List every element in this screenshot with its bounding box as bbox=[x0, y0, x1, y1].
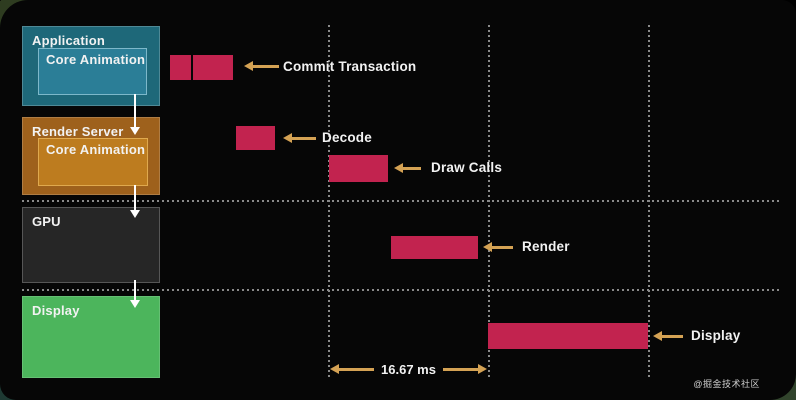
decode-arrow-icon bbox=[283, 133, 316, 143]
application-box: Application Core Animation bbox=[22, 26, 160, 106]
gpu-label: GPU bbox=[32, 214, 61, 229]
row-separator-line-2 bbox=[22, 289, 779, 291]
display-event-label: Display bbox=[691, 328, 741, 343]
display-box: Display bbox=[22, 296, 160, 378]
application-core-animation-label: Core Animation bbox=[46, 52, 146, 67]
frame-interval-annotation: 16.67 ms bbox=[330, 361, 487, 377]
draw-calls-label: Draw Calls bbox=[431, 160, 503, 175]
arrow-app-to-render-server-icon bbox=[130, 94, 140, 135]
interval-right-arrowhead-icon bbox=[478, 364, 487, 374]
gpu-box: GPU bbox=[22, 207, 160, 283]
interval-left-arrowhead-icon bbox=[330, 364, 339, 374]
frame-interval-label: 16.67 ms bbox=[381, 361, 436, 377]
render-server-core-animation-label: Core Animation bbox=[46, 142, 146, 157]
commit-transaction-label: Commit Transaction bbox=[283, 59, 417, 74]
row-separator-line-1 bbox=[22, 200, 779, 202]
application-core-animation-box: Core Animation bbox=[38, 48, 147, 95]
display-arrow-icon bbox=[653, 331, 683, 341]
watermark: @掘金技术社区 bbox=[693, 379, 760, 389]
application-label: Application bbox=[32, 33, 105, 48]
commit-transaction-bar-2 bbox=[193, 55, 233, 80]
render-bar bbox=[391, 236, 478, 259]
render-server-core-animation-box: Core Animation bbox=[38, 138, 148, 186]
display-bar bbox=[488, 323, 648, 349]
draw-calls-bar bbox=[329, 155, 388, 182]
commit-transaction-arrow-icon bbox=[244, 61, 279, 71]
render-arrow-icon bbox=[483, 242, 513, 252]
interval-left-line bbox=[339, 367, 375, 371]
decode-label: Decode bbox=[322, 130, 372, 145]
arrow-render-server-to-gpu-icon bbox=[130, 185, 140, 218]
interval-right-line bbox=[442, 367, 478, 371]
commit-transaction-bar-1 bbox=[170, 55, 191, 80]
draw-calls-arrow-icon bbox=[394, 163, 421, 173]
decode-bar bbox=[236, 126, 275, 150]
render-label: Render bbox=[522, 239, 570, 254]
render-server-label: Render Server bbox=[32, 124, 124, 139]
arrow-gpu-to-display-icon bbox=[130, 280, 140, 308]
display-label: Display bbox=[32, 303, 80, 318]
